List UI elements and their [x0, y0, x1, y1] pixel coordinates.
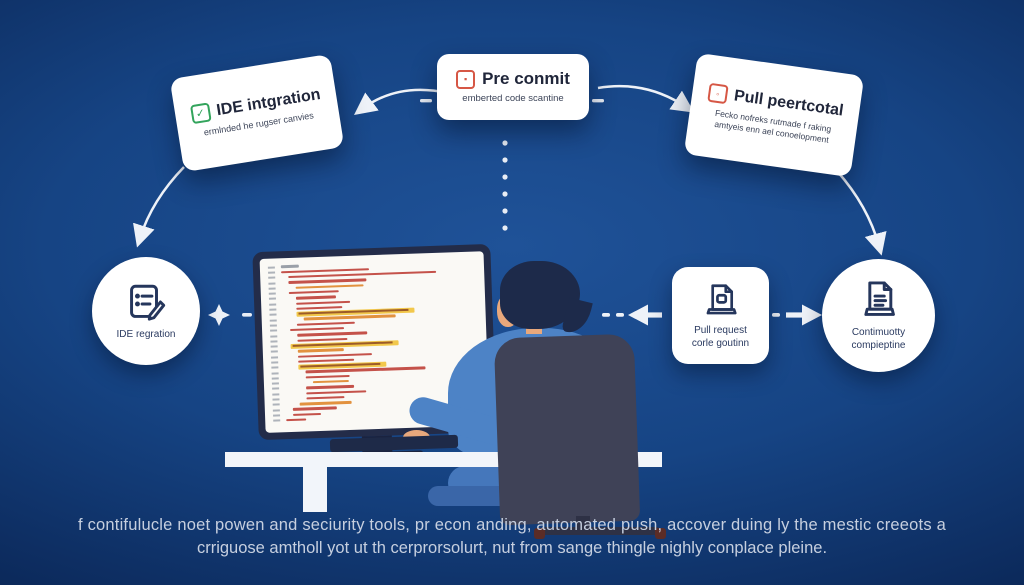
dotted-line-icon — [502, 140, 508, 231]
chair-foot-left — [534, 528, 545, 539]
card-pre-subtitle: emberted code scantine — [462, 93, 564, 105]
node-pr-label-1: Pull request — [694, 324, 747, 336]
office-chair-back — [493, 333, 641, 526]
person-shin — [428, 486, 520, 506]
node-pull-request: Pull request corle goutinn — [672, 267, 769, 364]
document-face-icon — [706, 283, 737, 314]
caption-line-2: crriguose amtholl yot ut th cerprorsolur… — [196, 539, 828, 557]
dash-left-of-card-icon — [420, 99, 432, 103]
commit-icon: ▪ — [456, 69, 476, 89]
green-check-icon: ✓ — [189, 102, 212, 125]
document-report-icon — [863, 280, 895, 316]
node-cc-label-1: Contimuotty — [851, 326, 906, 338]
node-continuous-pipeline: Contimuotty compieptine — [822, 259, 935, 372]
chair-foot-right — [655, 528, 666, 539]
node-pr-label-2: corle goutinn — [691, 337, 750, 349]
card-ide-integration: ✓ IDE intgration ermlnded he rugser canv… — [169, 53, 345, 173]
desk-leg — [303, 466, 327, 512]
arrow-right-card-to-circle-icon — [836, 170, 887, 256]
card-pre-commit: ▪ Pre conmit emberted code scantine — [437, 54, 589, 120]
caption: f contifulucle noet powen and seciurity … — [0, 516, 1024, 558]
caption-line-1: f contifulucle noet powen and seciurity … — [78, 516, 946, 534]
dash-segment-icon — [242, 313, 252, 317]
node-cc-label-2: compieptine — [851, 339, 906, 351]
arrow-left-card-to-circle-icon — [133, 166, 185, 248]
card-pre-title: Pre conmit — [482, 69, 570, 89]
arrow-center-to-left-card-icon — [353, 88, 449, 115]
chair-post — [576, 516, 590, 530]
dash-right-of-card-icon — [592, 99, 604, 103]
chair-base — [540, 527, 660, 535]
pull-request-icon: ◦ — [707, 83, 729, 105]
dashed-arrow-right-icon — [772, 304, 822, 326]
dashed-arrow-left-icon — [602, 304, 662, 326]
node-ide-integration: IDE regration — [92, 257, 200, 365]
card-pull-request: ◦ Pull peertcotal Fecko nofreks rutmade … — [683, 52, 865, 178]
sparkle-icon — [208, 304, 230, 326]
document-edit-icon — [130, 284, 166, 321]
arrow-center-to-right-card-icon — [597, 84, 695, 113]
node-ide-label: IDE regration — [116, 328, 176, 340]
